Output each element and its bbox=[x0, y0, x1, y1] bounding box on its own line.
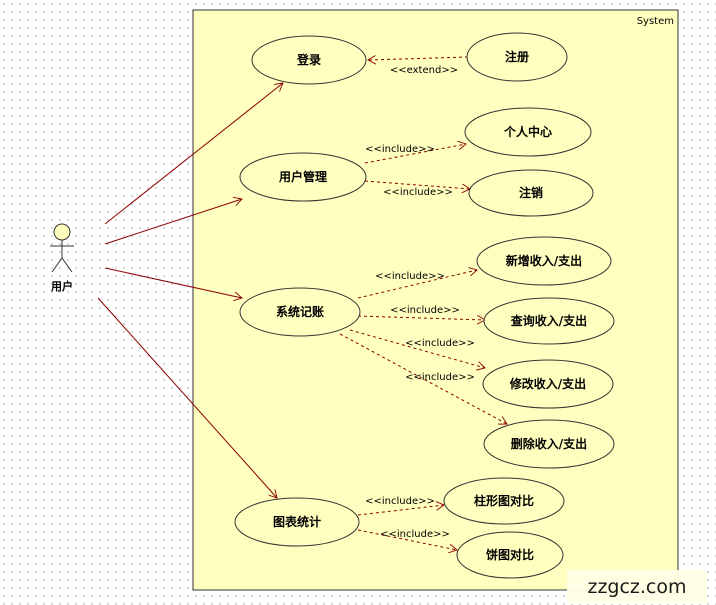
association-stats bbox=[97, 297, 277, 498]
usecase-query-label: 查询收入/支出 bbox=[510, 313, 587, 328]
extend-register-login bbox=[368, 57, 469, 60]
usecase-logout-label: 注销 bbox=[519, 185, 543, 200]
usecase-user-mgmt-label: 用户管理 bbox=[278, 169, 327, 184]
usecase-login[interactable] bbox=[251, 35, 367, 85]
usecase-logout[interactable] bbox=[468, 169, 594, 217]
usecase-stats-label: 图表统计 bbox=[273, 514, 321, 529]
usecase-register[interactable] bbox=[466, 32, 568, 82]
usecase-pie-chart[interactable] bbox=[456, 531, 564, 579]
usecase-profile[interactable] bbox=[464, 107, 592, 157]
usecase-modify-label: 修改收入/支出 bbox=[509, 376, 586, 391]
usecase-user-mgmt[interactable] bbox=[239, 152, 367, 202]
usecase-profile-label: 个人中心 bbox=[503, 124, 552, 139]
actor-right-leg bbox=[61, 257, 73, 273]
usecase-pie-chart-label: 饼图对比 bbox=[486, 547, 534, 562]
usecase-register-label: 注册 bbox=[505, 49, 529, 64]
stereotype-include-modify: <<include>> bbox=[405, 338, 475, 349]
usecase-add-label: 新增收入/支出 bbox=[506, 253, 582, 268]
system-label: System bbox=[637, 16, 674, 27]
usecase-add[interactable] bbox=[476, 236, 612, 286]
include-delete bbox=[339, 333, 507, 424]
stereotype-include-logout: <<include>> bbox=[383, 187, 453, 198]
usecase-bar-chart[interactable] bbox=[443, 477, 565, 525]
include-add bbox=[357, 270, 477, 299]
usecase-delete[interactable] bbox=[483, 419, 615, 469]
include-bar-chart bbox=[357, 505, 444, 516]
actor-left-leg bbox=[51, 257, 63, 273]
stereotype-include-add: <<include>> bbox=[375, 271, 445, 282]
stereotype-include-profile: <<include>> bbox=[365, 144, 435, 155]
include-pie-chart bbox=[357, 529, 457, 550]
usecase-bar-chart-label: 柱形图对比 bbox=[474, 493, 534, 508]
usecase-accounting-label: 系统记账 bbox=[276, 304, 324, 319]
stereotype-extend: <<extend>> bbox=[390, 65, 458, 76]
usecase-query[interactable] bbox=[483, 297, 615, 345]
usecase-modify[interactable] bbox=[482, 359, 614, 409]
association-accounting bbox=[104, 267, 242, 298]
actor-user[interactable]: 用户 bbox=[50, 223, 74, 293]
usecase-accounting[interactable] bbox=[239, 287, 361, 337]
include-modify bbox=[349, 329, 485, 368]
stereotype-include-delete: <<include>> bbox=[405, 372, 475, 383]
actor-head bbox=[53, 223, 71, 241]
actor-label: 用户 bbox=[51, 279, 73, 293]
watermark: zzgcz.com bbox=[567, 570, 707, 604]
stereotype-include-pie-chart: <<include>> bbox=[380, 529, 450, 540]
include-profile bbox=[364, 144, 466, 164]
stereotype-include-query: <<include>> bbox=[390, 305, 460, 316]
association-user-mgmt bbox=[104, 199, 242, 245]
usecase-delete-label: 删除收入/支出 bbox=[511, 436, 587, 451]
association-login bbox=[104, 83, 283, 225]
usecase-login-label: 登录 bbox=[296, 52, 321, 67]
stereotype-include-bar-chart: <<include>> bbox=[365, 496, 435, 507]
usecase-stats[interactable] bbox=[234, 497, 360, 547]
